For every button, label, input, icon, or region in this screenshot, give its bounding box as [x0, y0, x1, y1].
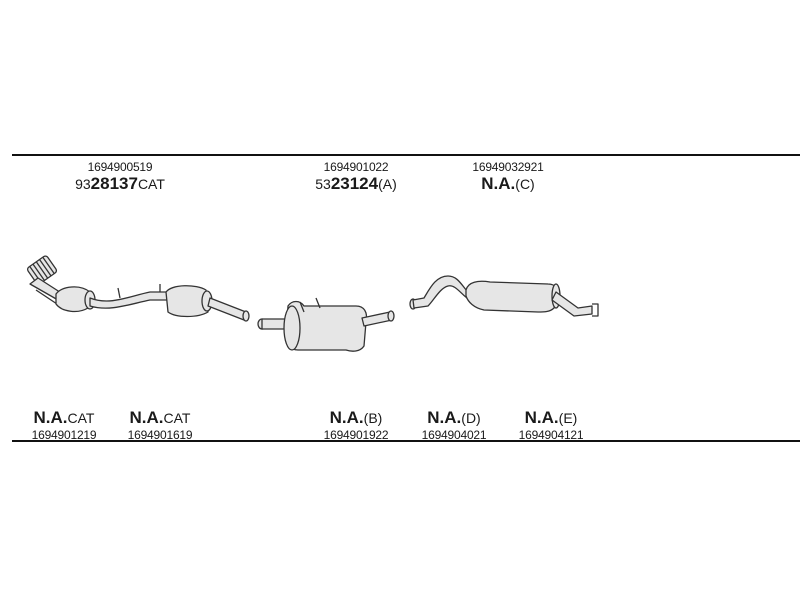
part-number: 1694904121 [518, 428, 584, 442]
part-number: 1694901219 [31, 428, 97, 442]
top-divider-line [12, 154, 800, 156]
middle-silencer-icon [257, 297, 395, 352]
part-number: 1694901619 [127, 428, 193, 442]
ref-code: N.A.(D) [427, 408, 481, 427]
ref-code: N.A.(B) [329, 408, 383, 427]
bottom-label-1: N.A.CAT 1694901219 [16, 408, 112, 442]
top-label-1: 1694900519 9328137CAT [60, 160, 180, 194]
bottom-label-2: N.A.CAT 1694901619 [112, 408, 208, 442]
part-number: 1694904021 [421, 428, 487, 442]
bottom-divider-line [12, 440, 800, 442]
ref-code: N.A.CAT [33, 408, 95, 427]
bottom-label-3: N.A.(B) 1694901922 [308, 408, 404, 442]
front-pipe-catalytic-converter-icon [26, 255, 250, 322]
ref-code: N.A.(E) [524, 408, 578, 427]
ref-code: 9328137CAT [75, 174, 165, 193]
top-label-2: 1694901022 5323124(A) [296, 160, 416, 194]
top-label-3: 16949032921 N.A.(C) [448, 160, 568, 194]
ref-code: N.A.(C) [481, 174, 535, 193]
bottom-label-4: N.A.(D) 1694904021 [406, 408, 502, 442]
rear-silencer-icon [409, 275, 599, 317]
part-number: 1694901922 [323, 428, 389, 442]
ref-code: 5323124(A) [315, 174, 397, 193]
bottom-label-5: N.A.(E) 1694904121 [503, 408, 599, 442]
ref-code: N.A.CAT [129, 408, 191, 427]
part-number: 16949032921 [472, 160, 544, 174]
part-number: 1694900519 [87, 160, 153, 174]
part-number: 1694901022 [323, 160, 389, 174]
